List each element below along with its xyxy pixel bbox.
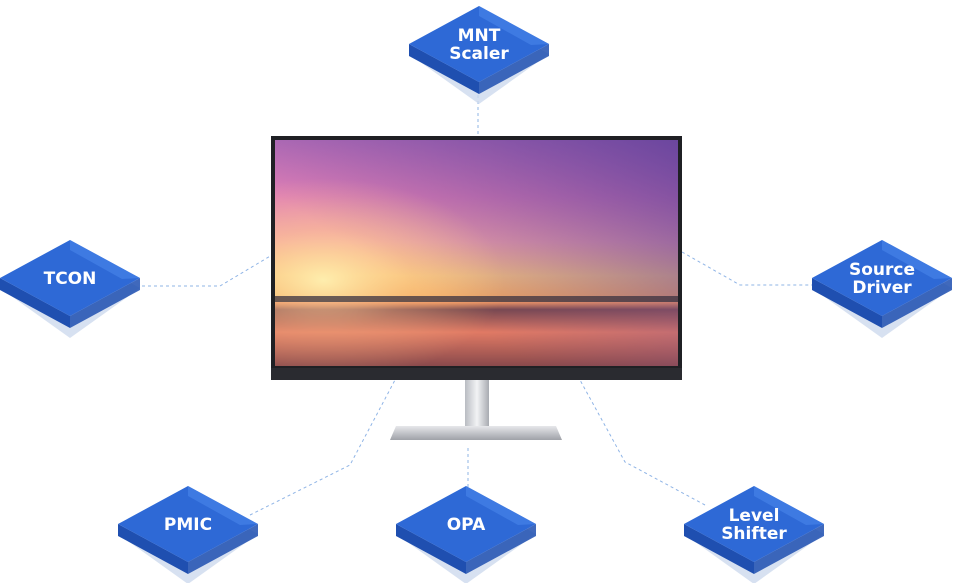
tcon-chip-side-left bbox=[0, 278, 70, 328]
opa-chip-highlight bbox=[466, 486, 536, 525]
monitor-screen bbox=[275, 140, 678, 366]
source-driver-chip-side-right bbox=[882, 278, 952, 328]
mnt-scaler-chip-highlight bbox=[479, 6, 549, 45]
connector-pmic bbox=[249, 379, 396, 516]
mnt-scaler-chip-side-right bbox=[479, 44, 549, 94]
opa-chip-side-right bbox=[466, 524, 536, 574]
pmic-label-line: PMIC bbox=[164, 515, 212, 535]
tcon-chip-highlight bbox=[70, 240, 140, 279]
connector-source-driver bbox=[681, 251, 812, 286]
tcon-label-line: TCON bbox=[44, 269, 97, 289]
tcon-chip-side-right bbox=[70, 278, 140, 328]
opa-chip-side-left bbox=[396, 524, 466, 574]
pmic-chip-side-right bbox=[188, 524, 258, 574]
level-shifter-chip-side-left bbox=[684, 524, 754, 574]
mnt-scaler-label-line: Scaler bbox=[449, 44, 509, 64]
monitor-chin bbox=[271, 368, 682, 380]
level-shifter-chip-side-right bbox=[754, 524, 824, 574]
pmic-chip-side-left bbox=[118, 524, 188, 574]
connectors bbox=[142, 95, 812, 516]
level-shifter-label-line: Level bbox=[729, 506, 780, 526]
mnt-scaler-chip-side-left bbox=[409, 44, 479, 94]
opa-chip: OPA bbox=[396, 486, 536, 583]
level-shifter-label-line: Shifter bbox=[721, 524, 787, 544]
connector-tcon bbox=[142, 254, 273, 287]
monitor-stand-base bbox=[390, 426, 562, 440]
source-driver-label-line: Driver bbox=[852, 278, 912, 298]
tcon-chip: TCON bbox=[0, 240, 140, 338]
pmic-chip-highlight bbox=[188, 486, 258, 525]
monitor-stand-neck bbox=[465, 378, 489, 430]
source-driver-chip-side-left bbox=[812, 278, 882, 328]
mnt-scaler-label-line: MNT bbox=[458, 26, 501, 46]
level-shifter-chip-highlight bbox=[754, 486, 824, 525]
source-driver-chip-highlight bbox=[882, 240, 952, 279]
opa-label-line: OPA bbox=[447, 515, 486, 535]
connector-level-shifter bbox=[579, 379, 706, 506]
monitor bbox=[271, 136, 682, 440]
source-driver-label-line: Source bbox=[849, 260, 915, 280]
pmic-chip: PMIC bbox=[118, 486, 258, 583]
